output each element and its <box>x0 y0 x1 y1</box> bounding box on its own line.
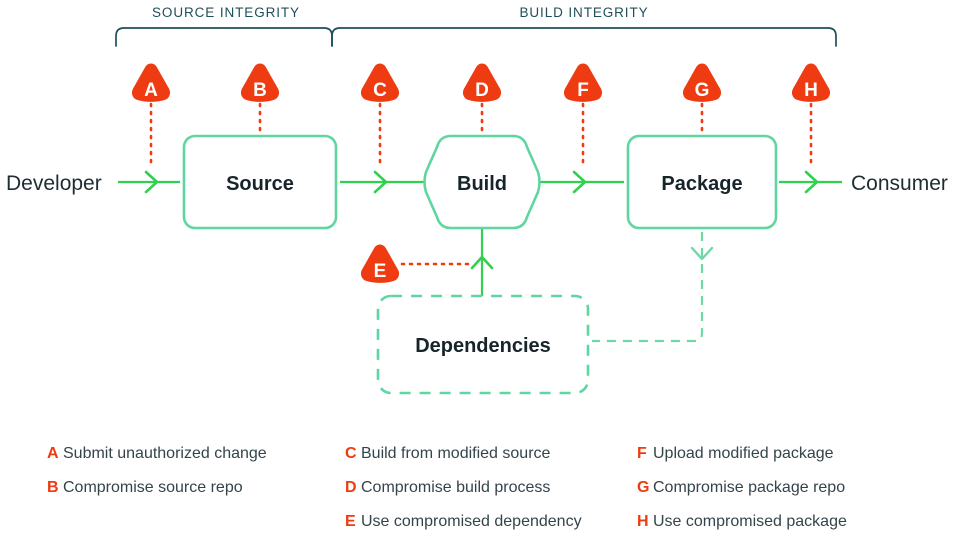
threat-marker-letter-h: H <box>804 80 818 101</box>
legend-letter: G <box>637 479 649 496</box>
legend-label: Compromise package repo <box>653 479 845 496</box>
endpoint-label-developer: Developer <box>6 172 102 195</box>
legend-label: Use compromised package <box>653 513 847 530</box>
threat-marker-f[interactable]: F <box>563 63 603 170</box>
flow-arrow-package-to-consumer <box>779 170 842 194</box>
node-build[interactable]: Build <box>423 134 541 230</box>
threat-marker-d[interactable]: D <box>462 63 502 135</box>
legend-letter: B <box>47 479 59 496</box>
legend-letter: F <box>637 445 647 462</box>
legend-label: Submit unauthorized change <box>63 445 267 462</box>
legend-label: Build from modified source <box>361 445 551 462</box>
bracket-label-build-integrity: BUILD INTEGRITY <box>519 5 648 20</box>
node-dependencies[interactable]: Dependencies <box>376 294 590 395</box>
bracket-source-integrity: SOURCE INTEGRITY <box>115 5 333 47</box>
threat-marker-letter-g: G <box>695 80 710 101</box>
legend-letter: D <box>345 479 357 496</box>
legend-item: F Upload modified package <box>637 445 834 462</box>
legend-letter: H <box>637 513 649 530</box>
threat-marker-e[interactable]: E <box>360 244 476 283</box>
node-label-package: Package <box>661 173 742 195</box>
legend-item: E Use compromised dependency <box>345 513 582 530</box>
legend-letter: A <box>47 445 59 462</box>
threat-marker-c[interactable]: C <box>360 63 400 170</box>
threat-marker-letter-f: F <box>577 80 589 101</box>
threat-marker-letter-a: A <box>144 80 158 101</box>
legend-label: Compromise build process <box>361 479 550 496</box>
flow-arrow-source-to-build <box>340 170 428 194</box>
threat-marker-h[interactable]: H <box>791 63 831 170</box>
threat-marker-letter-e: E <box>374 261 387 282</box>
flow-arrow-dependencies-to-build <box>470 226 494 296</box>
bracket-build-integrity: BUILD INTEGRITY <box>331 5 837 47</box>
legend-item: H Use compromised package <box>637 513 847 530</box>
node-package[interactable]: Package <box>626 134 778 230</box>
legend-item: A Submit unauthorized change <box>47 445 267 462</box>
bracket-label-source-integrity: SOURCE INTEGRITY <box>152 5 300 20</box>
legend-item: G Compromise package repo <box>637 479 845 496</box>
node-label-dependencies: Dependencies <box>415 335 551 357</box>
legend-column-3: F Upload modified package G Compromise p… <box>637 445 847 530</box>
flow-arrow-build-to-package <box>540 170 624 194</box>
flow-arrow-package-to-dependencies <box>592 232 714 343</box>
flow-arrow-developer-to-source <box>118 170 180 194</box>
threat-marker-b[interactable]: B <box>240 63 280 135</box>
node-source[interactable]: Source <box>182 134 338 230</box>
legend-label: Upload modified package <box>653 445 834 462</box>
node-label-build: Build <box>457 173 507 195</box>
threat-marker-a[interactable]: A <box>131 63 171 170</box>
legend-item: B Compromise source repo <box>47 479 243 496</box>
legend-letter: C <box>345 445 357 462</box>
threat-marker-g[interactable]: G <box>682 63 722 135</box>
legend-label: Use compromised dependency <box>361 513 582 530</box>
threat-marker-letter-b: B <box>253 80 267 101</box>
threat-marker-letter-c: C <box>373 80 387 101</box>
legend-column-1: A Submit unauthorized change B Compromis… <box>47 445 267 496</box>
legend-item: D Compromise build process <box>345 479 550 496</box>
legend-label: Compromise source repo <box>63 479 243 496</box>
node-label-source: Source <box>226 173 294 195</box>
legend-letter: E <box>345 513 356 530</box>
legend: A Submit unauthorized change B Compromis… <box>47 445 847 530</box>
legend-column-2: C Build from modified source D Compromis… <box>345 445 582 530</box>
legend-item: C Build from modified source <box>345 445 551 462</box>
threat-marker-letter-d: D <box>475 80 489 101</box>
endpoint-label-consumer: Consumer <box>851 172 948 195</box>
